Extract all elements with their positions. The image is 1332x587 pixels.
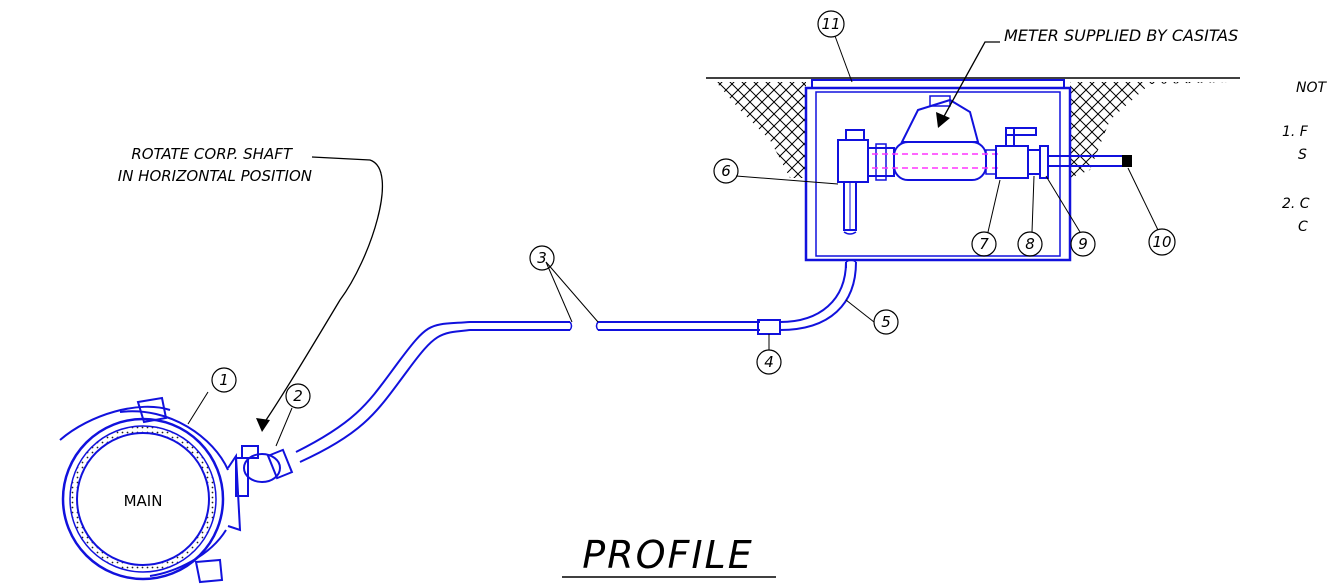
meter-valve [995, 127, 1037, 179]
meter-supplied-note: METER SUPPLIED BY CASITAS [1004, 26, 1238, 45]
note-1-line1: 1. F [1282, 124, 1309, 140]
callout-11: 11 [817, 10, 845, 38]
meter-body [867, 95, 1000, 181]
service-line-outlet [1048, 155, 1132, 167]
note-2-line1: 2. C [1282, 196, 1310, 212]
svg-text:3: 3 [537, 249, 547, 267]
callout-7: 7 [971, 231, 997, 257]
rotate-note-line2: IN HORIZONTAL POSITION [118, 167, 312, 185]
leader-meter-note [936, 41, 1000, 128]
svg-text:8: 8 [1025, 235, 1035, 253]
title-text: PROFILE [582, 533, 753, 577]
svg-text:10: 10 [1152, 233, 1171, 251]
angle-meter-valve [837, 129, 869, 231]
callout-3: 3 [529, 245, 555, 271]
leader-lines [187, 35, 1159, 447]
service-pipe [295, 231, 857, 463]
callout-1: 1 [211, 367, 237, 393]
main-label: MAIN [124, 492, 163, 510]
callout-9: 9 [1070, 231, 1096, 257]
callout-2: 2 [285, 383, 311, 409]
svg-text:2: 2 [293, 387, 303, 405]
callout-4: 4 [756, 349, 782, 375]
profile-title: PROFILE [562, 533, 776, 578]
callout-5: 5 [873, 309, 899, 335]
leader-rotate-corp [256, 156, 384, 432]
main-pipe: MAIN [61, 417, 225, 581]
corporation-stop [235, 445, 294, 497]
meter-box-lid [811, 79, 1065, 89]
rotate-note-line1: ROTATE CORP. SHAFT [131, 145, 294, 163]
soil-hatch-left [716, 82, 806, 178]
note-1-line2: S [1298, 147, 1307, 163]
service-saddle [59, 396, 242, 584]
note-2-line2: C [1298, 219, 1308, 235]
callout-6: 6 [713, 158, 739, 184]
soil-hatch-right [1070, 82, 1230, 178]
svg-text:9: 9 [1078, 235, 1088, 253]
callout-10: 10 [1148, 228, 1176, 256]
notes-block: NOT 1. F S 2. C C [1282, 80, 1327, 235]
svg-text:7: 7 [979, 235, 989, 253]
svg-text:5: 5 [881, 313, 891, 331]
notes-heading: NOT [1296, 80, 1327, 96]
svg-text:11: 11 [821, 15, 840, 33]
svg-text:6: 6 [721, 162, 731, 180]
coupling-fittings [1027, 145, 1049, 179]
svg-text:1: 1 [219, 371, 229, 389]
svg-text:4: 4 [764, 353, 774, 371]
callout-8: 8 [1017, 231, 1043, 257]
